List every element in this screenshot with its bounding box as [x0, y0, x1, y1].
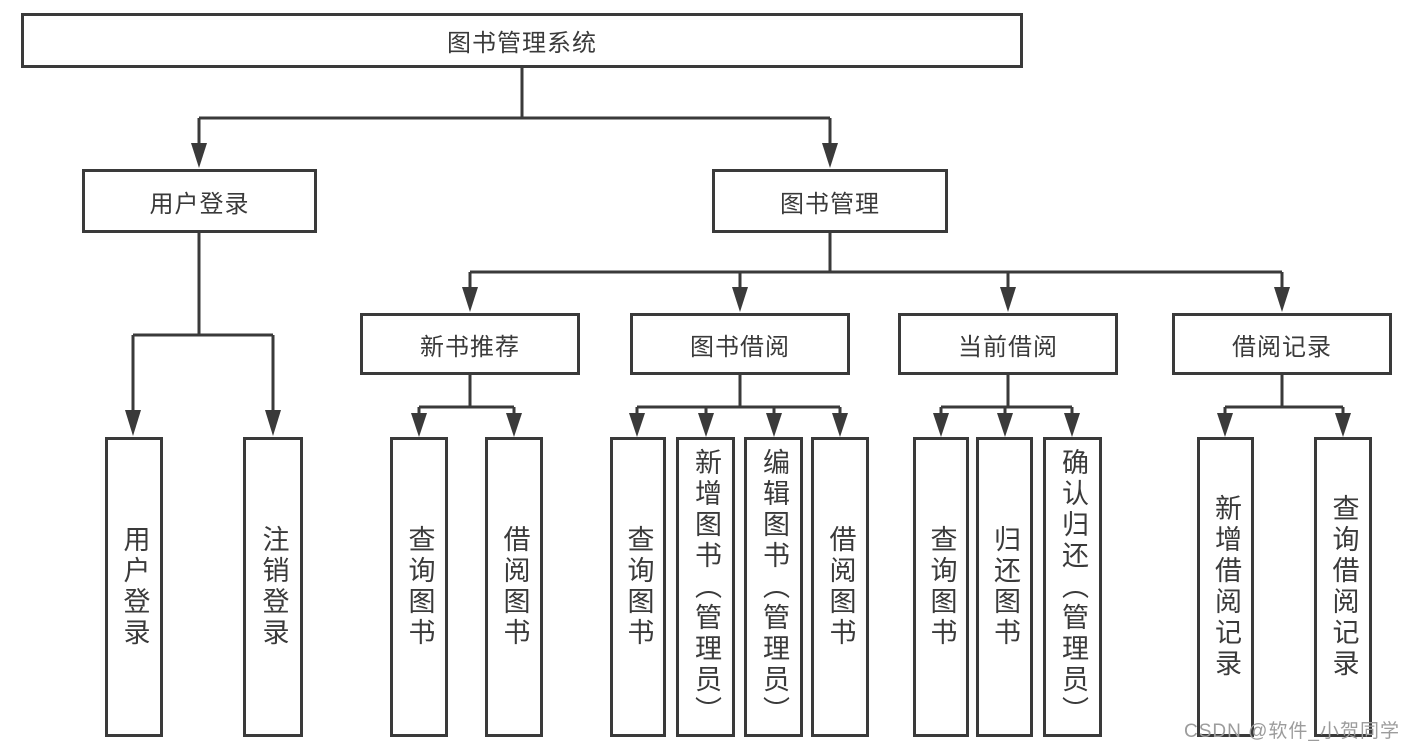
leaf-query-books-current: 查询图书: [913, 437, 969, 737]
node-label: 查询图书: [926, 525, 957, 649]
node-label: 查询图书: [404, 525, 435, 649]
node-library-system: 图书管理系统: [21, 13, 1023, 68]
node-label: 查询借阅记录: [1328, 494, 1359, 680]
leaf-query-books-recommend: 查询图书: [390, 437, 448, 737]
node-label: 确认归还（管理员）: [1058, 447, 1088, 727]
node-label: 归还图书: [990, 525, 1020, 649]
leaf-return-book: 归还图书: [976, 437, 1033, 737]
node-label: 注销登录: [258, 525, 289, 649]
leaf-borrow-books: 借阅图书: [811, 437, 869, 737]
node-label: 当前借阅: [958, 333, 1058, 361]
node-new-book-recommend: 新书推荐: [360, 313, 580, 375]
node-book-management: 图书管理: [712, 169, 948, 233]
leaf-confirm-return-admin: 确认归还（管理员）: [1043, 437, 1102, 737]
node-user-login: 用户登录: [82, 169, 317, 233]
leaf-query-books-borrow: 查询图书: [610, 437, 666, 737]
leaf-logout: 注销登录: [243, 437, 303, 737]
node-label: 用户登录: [149, 190, 250, 218]
node-label: 借阅图书: [499, 525, 530, 649]
leaf-edit-book-admin: 编辑图书（管理员）: [744, 437, 803, 737]
leaf-user-login: 用户登录: [105, 437, 163, 737]
node-current-borrow: 当前借阅: [898, 313, 1118, 375]
csdn-watermark: CSDN @软件_小贺同学: [1184, 721, 1400, 742]
node-label: 图书借阅: [690, 333, 790, 361]
node-label: 新增借阅记录: [1211, 494, 1241, 680]
node-label: 查询图书: [623, 525, 654, 649]
leaf-add-book-admin: 新增图书（管理员）: [676, 437, 735, 737]
leaf-add-borrow-record: 新增借阅记录: [1197, 437, 1254, 737]
node-borrow-records: 借阅记录: [1172, 313, 1392, 375]
node-label: 新书推荐: [420, 333, 520, 361]
node-label: 图书管理: [780, 190, 880, 218]
leaf-borrow-books-recommend: 借阅图书: [485, 437, 543, 737]
node-label: 新增图书（管理员）: [691, 447, 721, 727]
node-label: 图书管理系统: [447, 30, 597, 57]
node-label: 用户登录: [119, 525, 150, 649]
node-label: 编辑图书（管理员）: [759, 447, 789, 727]
node-book-borrow: 图书借阅: [630, 313, 850, 375]
node-label: 借阅图书: [825, 525, 856, 649]
node-label: 借阅记录: [1232, 333, 1332, 361]
leaf-query-borrow-record: 查询借阅记录: [1314, 437, 1372, 737]
